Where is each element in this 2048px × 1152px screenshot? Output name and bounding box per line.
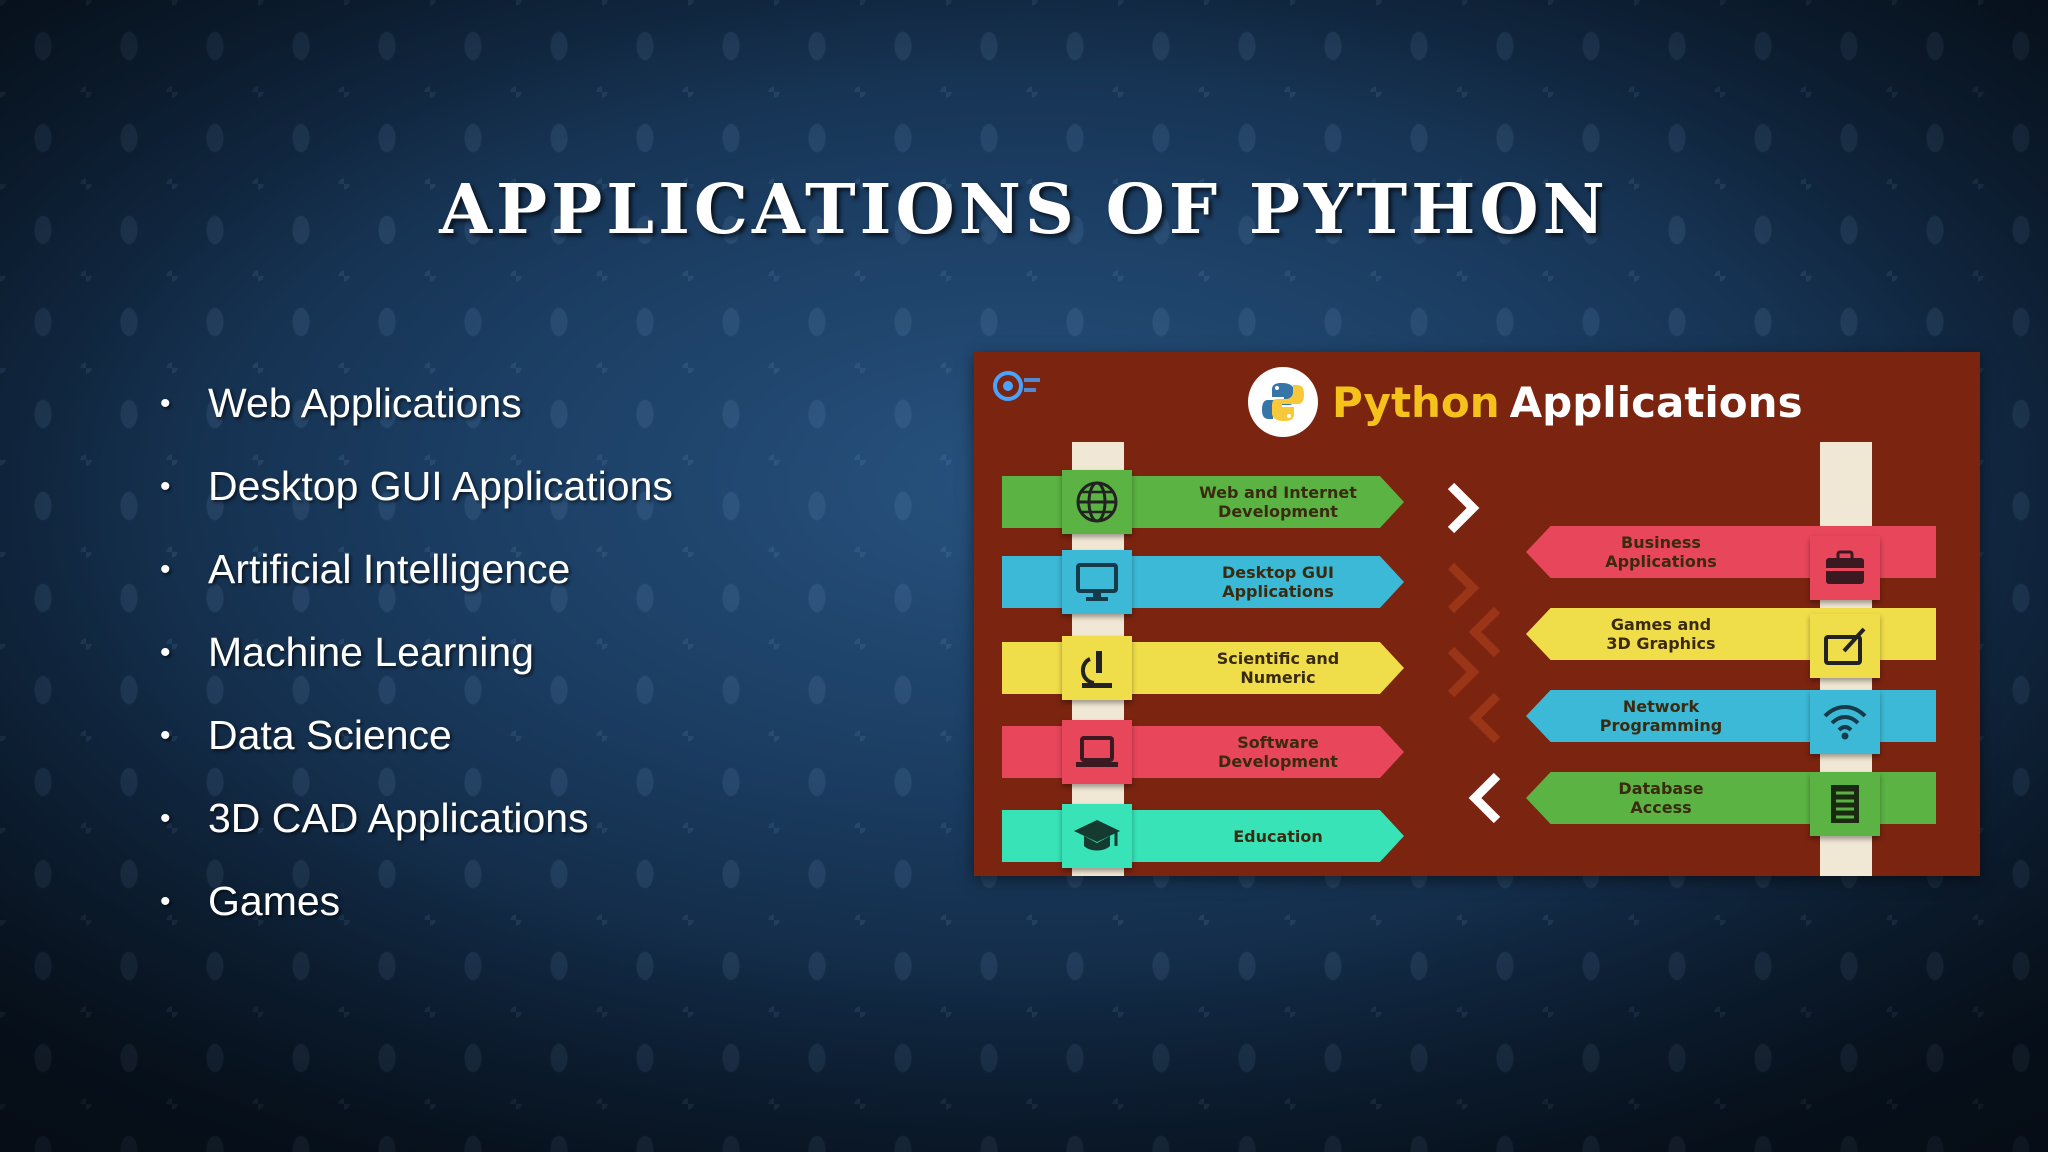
briefcase-icon	[1810, 536, 1880, 600]
bullet-item: • Machine Learning	[160, 611, 673, 694]
ribbon-label: Desktop GUI Applications	[1221, 563, 1335, 601]
microscope-icon	[1062, 636, 1132, 700]
wifi-icon	[1810, 690, 1880, 754]
bullet-item: • Artificial Intelligence	[160, 528, 673, 611]
slide-title: APPLICATIONS OF PYTHON	[439, 170, 1609, 250]
bullet-dot: •	[160, 884, 171, 918]
bullet-dot: •	[160, 718, 171, 752]
bullet-item: • Games	[160, 860, 673, 943]
bullet-text: Artificial Intelligence	[208, 546, 571, 592]
bullet-text: Desktop GUI Applications	[208, 463, 673, 509]
bullet-dot: •	[160, 469, 171, 503]
ribbon-label: Web and Internet Development	[1199, 483, 1357, 521]
ribbon-label: Games and 3D Graphics	[1606, 615, 1716, 653]
laptop-icon	[1062, 720, 1132, 784]
bullet-dot: •	[160, 801, 171, 835]
bullet-item: • Data Science	[160, 694, 673, 777]
chevron-left-faint-icon	[1464, 688, 1510, 748]
bullet-item: • 3D CAD Applications	[160, 777, 673, 860]
ribbon-label: Software Development	[1218, 733, 1338, 771]
ribbon-label: Business Applications	[1605, 533, 1717, 571]
python-logo-icon	[1248, 367, 1318, 437]
bullet-dot: •	[160, 635, 171, 669]
database-icon	[1810, 772, 1880, 836]
bullet-text: Games	[208, 878, 341, 924]
bullet-text: Web Applications	[208, 380, 522, 426]
bullet-text: Machine Learning	[208, 629, 534, 675]
ribbon-label: Education	[1233, 826, 1323, 846]
graduation-cap-icon	[1062, 804, 1132, 868]
infographic-title-applications: Applications	[1509, 377, 1803, 427]
monitor-icon	[1062, 550, 1132, 614]
ribbon-label: Database Access	[1618, 779, 1704, 817]
chevron-left-icon	[1464, 768, 1510, 828]
globe-icon	[1062, 470, 1132, 534]
bullet-text: Data Science	[208, 712, 452, 758]
bullet-dot: •	[160, 386, 171, 420]
infographic-title-python: Python	[1332, 377, 1500, 427]
bullet-item: • Desktop GUI Applications	[160, 445, 673, 528]
chevron-left-faint-icon	[1464, 602, 1510, 662]
infographic-header: Python Applications	[1248, 364, 1803, 440]
bullet-list: • Web Applications • Desktop GUI Applicati…	[160, 362, 673, 943]
brand-logo-icon	[993, 371, 1040, 401]
ribbon-label: Scientific and Numeric	[1216, 649, 1340, 687]
bullet-dot: •	[160, 552, 171, 586]
chevron-right-faint-icon	[1438, 558, 1484, 618]
chevron-right-faint-icon	[1438, 642, 1484, 702]
bullet-text: 3D CAD Applications	[208, 795, 589, 841]
chevron-right-icon	[1438, 478, 1484, 538]
tablet-pen-icon	[1810, 614, 1880, 678]
ribbon-label: Network Programming	[1599, 697, 1723, 735]
python-applications-infographic: Python Applications Web and Internet Dev…	[974, 352, 1980, 876]
bullet-item: • Web Applications	[160, 362, 673, 445]
